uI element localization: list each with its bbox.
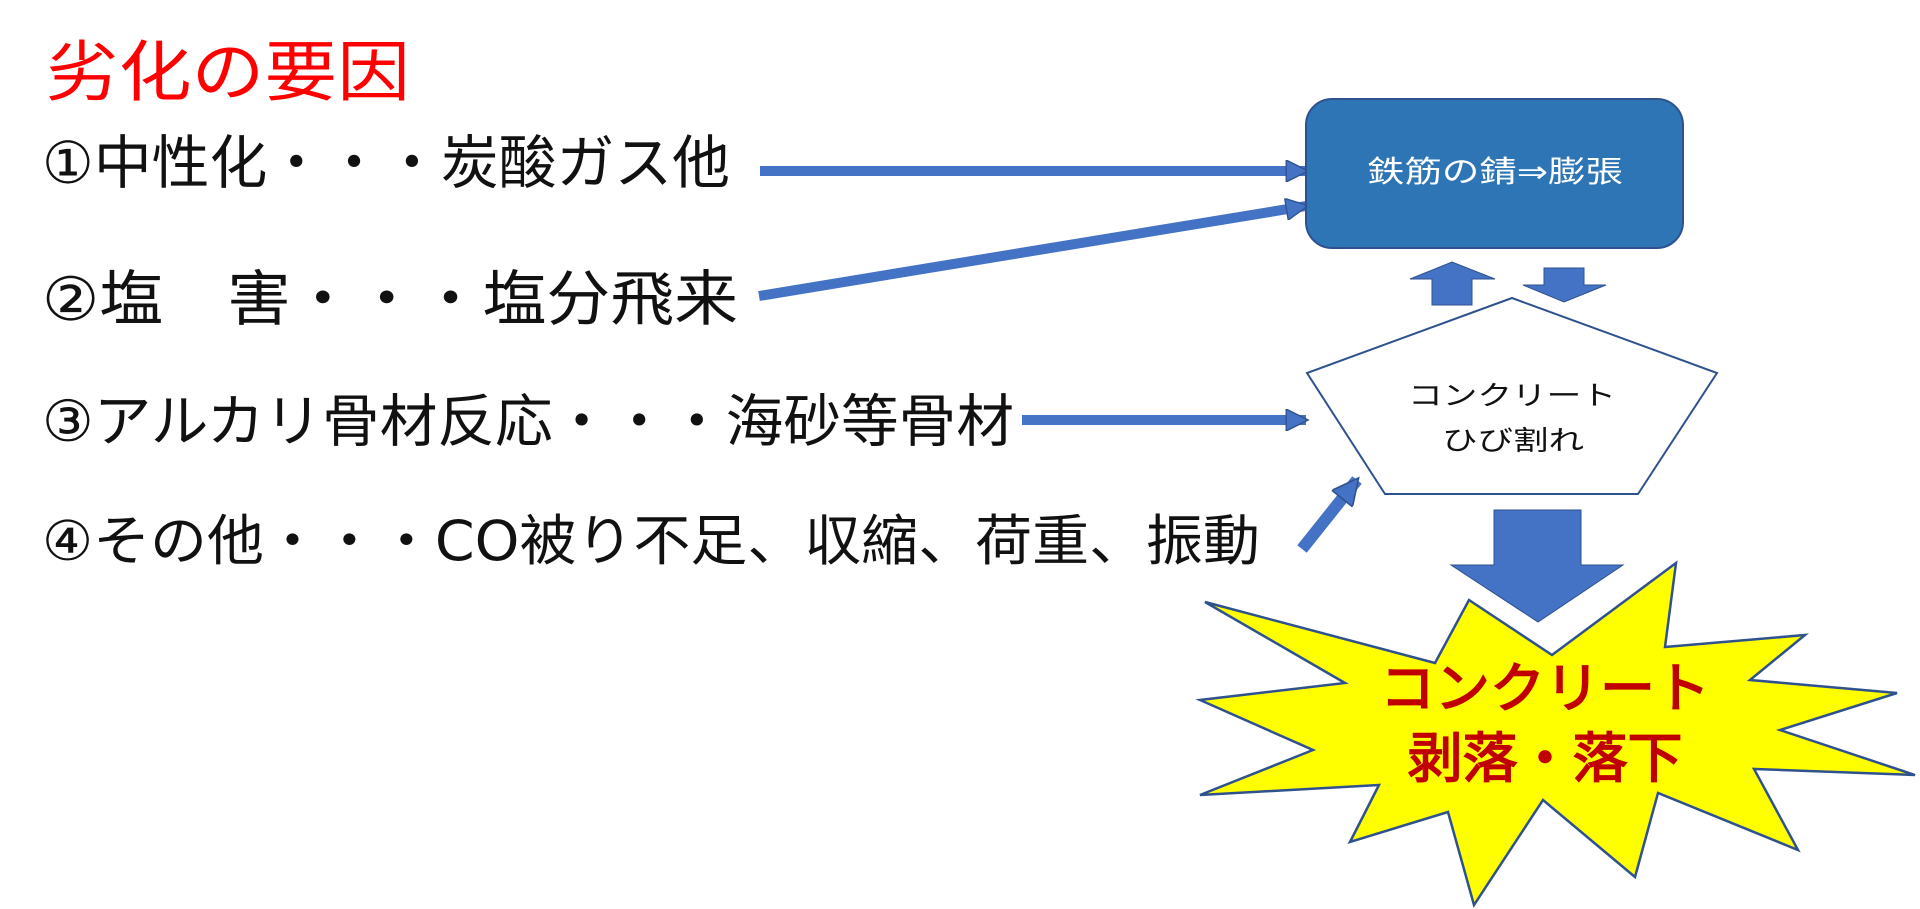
rebar-rust-label: 鉄筋の錆⇒膨張 xyxy=(1367,155,1623,190)
cause-neutralization: ①中性化・・・炭酸ガス他 xyxy=(42,129,730,197)
result-label-line2: 剥落・落下 xyxy=(1408,727,1683,790)
crack-label-line2: ひび割れ xyxy=(1442,426,1584,457)
cause-salt-damage: ②塩 害・・・塩分飛来 xyxy=(42,265,738,335)
cause-other: ④その他・・・CO被り不足、収縮、荷重、振動 xyxy=(42,509,1260,573)
diagram-title: 劣化の要因 xyxy=(46,34,410,111)
cause-alkali-aggregate: ③アルカリ骨材反応・・・海砂等骨材 xyxy=(42,389,1014,455)
crack-label-line1: コンクリート xyxy=(1408,381,1616,412)
arrow-other-to-crack xyxy=(1297,476,1362,553)
rebar-rust-box: 鉄筋の錆⇒膨張 xyxy=(1305,98,1684,249)
concrete-crack-box: コンクリート ひび割れ xyxy=(1305,296,1719,495)
arrow-down-to-result xyxy=(1449,509,1625,623)
arrow-down-rebar-to-crack xyxy=(1522,267,1607,303)
result-starburst: コンクリート 剥落・落下 xyxy=(1195,560,1916,908)
arrow-up-crack-to-rebar xyxy=(1409,261,1496,306)
result-label-line1: コンクリート xyxy=(1380,657,1710,720)
arrow-salt-to-rebar xyxy=(758,206,1306,301)
